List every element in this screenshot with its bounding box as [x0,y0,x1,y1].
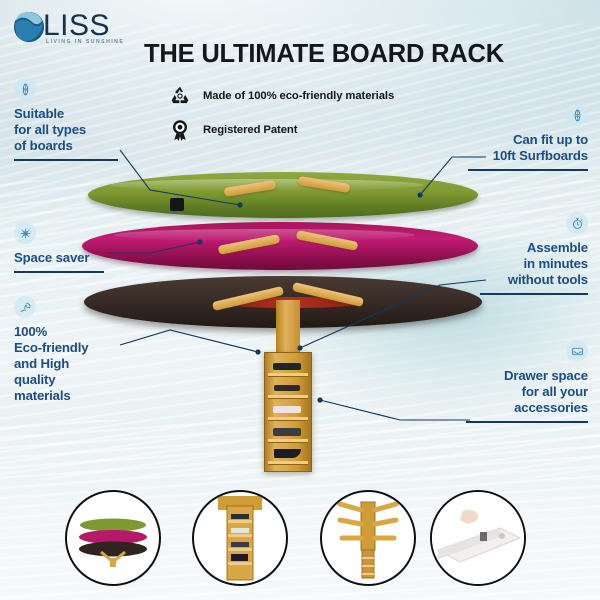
drawer-shelf [268,439,308,442]
feature-space-saver: Space saver [14,222,104,273]
brand-name: LISS [43,9,111,42]
feature-label: Can fit up to 10ft Surfboards [492,132,588,164]
rack-post [276,300,300,360]
feature-assemble-in-minutes: Assemble in minutes without tools [480,212,588,295]
drawer-item [274,449,301,458]
drawer-shelf [268,417,308,420]
badge-patent: Registered Patent [168,118,458,142]
drawer-item [273,406,301,413]
feature-divider [468,169,588,171]
surfboard-measure-icon [566,104,588,126]
drawer-item [273,428,301,436]
rack-drawer-column [264,352,312,472]
rack-arms-thumb [337,501,399,579]
thumbnail-rack-arms[interactable] [320,490,416,586]
board-fin [170,198,184,211]
award-ribbon-icon [173,120,187,141]
brand-tagline: LIVING IN SUNSHINE [46,39,125,45]
drawer-shelf [268,373,308,376]
feature-divider [466,421,588,423]
feature-divider [14,159,118,161]
surfboard-top [88,172,478,218]
feature-label: Drawer space for all your accessories [504,368,588,416]
feature-fits-10ft-surfboards: Can fit up to 10ft Surfboards [468,104,588,171]
feature-eco-friendly-quality: 100% Eco-friendly and High quality mater… [14,296,118,404]
drawer-shelf-thumb [218,496,262,581]
recycle-icon [171,86,189,104]
surfboard-glyph [22,83,28,95]
feature-divider [480,293,588,295]
stopwatch-glyph [572,217,582,229]
drawer-item [273,363,301,370]
page-title: THE ULTIMATE BOARD RACK [144,40,504,68]
stopwatch-icon [566,212,588,234]
drawer-tray-icon [566,340,588,362]
eco-glyph [20,302,30,312]
badge-label: Made of 100% eco-friendly materials [203,90,395,102]
measure-glyph [574,109,580,121]
drawer-item [274,385,300,391]
badge-label: Registered Patent [203,124,298,136]
surfboard-middle [82,222,478,270]
feature-suitable-for-all-boards: Suitable for all types of boards [14,78,118,161]
badge-list: Made of 100% eco-friendly materials Regi… [168,84,458,152]
wave-circle-icon [14,12,44,42]
drawer-shelf [268,395,308,398]
packaging-box-thumb [432,492,524,584]
feature-divider [14,271,104,273]
thumbnail-strip [0,490,600,586]
snowflake-compact-icon [14,222,36,244]
feature-drawer-space: Drawer space for all your accessories [466,340,588,423]
wooden-wall-rack [211,175,378,480]
thumbnail-packaging-box[interactable] [430,490,526,586]
feature-label: 100% Eco-friendly and High quality mater… [14,324,89,404]
tray-glyph [571,347,583,355]
stacked-boards-thumb [79,518,147,567]
badge-eco: Made of 100% eco-friendly materials [168,84,458,108]
thumbnail-stacked-boards[interactable] [65,490,161,586]
surfboard-icon [14,78,36,100]
feature-label: Suitable for all types of boards [14,106,87,154]
feature-label: Space saver [14,250,90,265]
compact-glyph [20,228,30,238]
brand-logo: LISS LIVING IN SUNSHINE [12,6,142,50]
feature-label: Assemble in minutes without tools [507,240,588,288]
eco-leaf-hand-icon [14,296,36,318]
drawer-shelf [268,461,308,464]
thumbnail-drawer-shelf[interactable] [192,490,288,586]
